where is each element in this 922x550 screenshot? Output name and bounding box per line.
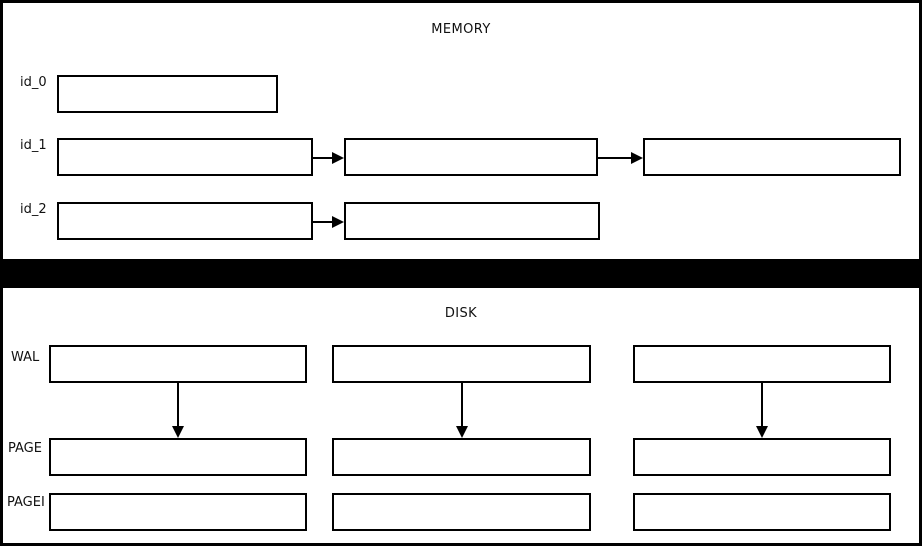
memory-row-label-id1: id_1 [20,138,47,153]
arrow-shaft [313,156,332,159]
arrow-wal-to-page-col2 [455,383,468,438]
arrow-id1-box1-to-box2 [313,151,344,164]
arrow-shaft [760,383,763,426]
disk-wal-box-col2 [332,345,591,383]
arrow-shaft [460,383,463,426]
arrow-shaft [313,220,332,223]
disk-page-box-col3 [633,438,891,476]
disk-wal-box-col1 [49,345,307,383]
arrow-shaft [598,156,631,159]
memory-id1-box1 [57,138,313,176]
arrow-head-down-icon [755,426,768,438]
memory-id2-box1 [57,202,313,240]
disk-page-box-col1 [49,438,307,476]
arrow-id2-box1-to-box2 [313,215,344,228]
disk-wal-box-col3 [633,345,891,383]
disk-row-label-pagei: PAGEI [7,495,45,510]
disk-pagei-box-col3 [633,493,891,531]
arrow-head-down-icon [171,426,184,438]
memory-id2-box2 [344,202,600,240]
memory-id1-box2 [344,138,598,176]
arrow-head-down-icon [455,426,468,438]
arrow-wal-to-page-col1 [171,383,184,438]
arrow-head-right-icon [332,215,344,228]
memory-row-label-id2: id_2 [20,202,47,217]
arrow-shaft [176,383,179,426]
disk-pagei-box-col1 [49,493,307,531]
disk-row-label-page: PAGE [8,441,42,456]
arrow-head-right-icon [631,151,643,164]
disk-page-box-col2 [332,438,591,476]
arrow-head-right-icon [332,151,344,164]
disk-pagei-box-col2 [332,493,591,531]
memory-row-label-id0: id_0 [20,75,47,90]
arrow-wal-to-page-col3 [755,383,768,438]
arrow-id1-box2-to-box3 [598,151,643,164]
memory-id0-box1 [57,75,278,113]
disk-section-title: DISK [444,306,478,321]
disk-row-label-wal: WAL [11,350,40,365]
section-divider-band [0,262,922,285]
memory-section-title: MEMORY [431,22,491,37]
memory-id1-box3 [643,138,901,176]
